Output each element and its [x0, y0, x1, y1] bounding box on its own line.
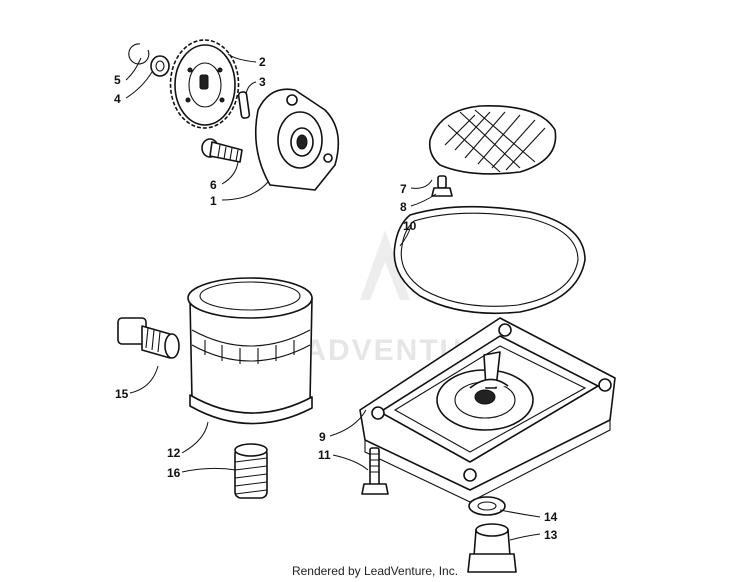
retaining-ring[interactable]: [128, 43, 150, 65]
leader-lines: [125, 53, 541, 541]
cover-bolt[interactable]: [361, 447, 389, 495]
callout-11: 11: [318, 448, 331, 462]
callout-9: 9: [319, 430, 326, 444]
pump-mounting-bolt[interactable]: [201, 138, 243, 163]
oil-pump-gear[interactable]: [169, 39, 240, 129]
callout-4: 4: [114, 92, 121, 106]
strainer-bolt[interactable]: [431, 175, 453, 197]
threaded-stud[interactable]: [234, 443, 268, 499]
callout-12: 12: [167, 446, 181, 460]
oil-strainer-screen[interactable]: [428, 105, 557, 175]
watermark-logo: [360, 230, 410, 300]
callout-7: 7: [400, 182, 407, 196]
callout-6: 6: [210, 178, 217, 192]
callout-16: 16: [167, 466, 181, 480]
callout-1: 1: [210, 194, 217, 208]
oil-pressure-sensor[interactable]: [117, 317, 180, 359]
callout-10: 10: [403, 219, 417, 233]
callout-15: 15: [115, 387, 129, 401]
callout-8: 8: [400, 200, 407, 214]
callout-13: 13: [544, 528, 558, 542]
callout-14: 14: [544, 510, 558, 524]
oil-pan-cover[interactable]: [359, 317, 616, 503]
callout-2: 2: [259, 55, 266, 69]
callout-5: 5: [114, 73, 121, 87]
drain-washer[interactable]: [468, 496, 506, 516]
render-credit: Rendered by LeadVenture, Inc.: [291, 564, 459, 578]
callout-3: 3: [259, 75, 266, 89]
oil-pump-housing[interactable]: [254, 88, 340, 191]
drain-plug[interactable]: [467, 523, 517, 573]
dowel-pin[interactable]: [237, 91, 251, 119]
oil-pan-gasket[interactable]: [393, 205, 586, 315]
washer-small[interactable]: [150, 55, 170, 77]
oil-filter[interactable]: [187, 277, 313, 425]
